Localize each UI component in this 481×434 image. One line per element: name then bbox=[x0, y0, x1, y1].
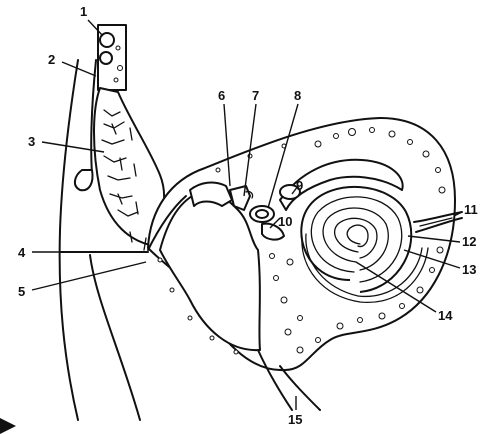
label-10: 10 bbox=[278, 214, 292, 229]
label-15: 15 bbox=[288, 412, 302, 427]
label-4: 4 bbox=[18, 245, 26, 260]
label-11: 11 bbox=[464, 202, 478, 217]
label-9: 9 bbox=[296, 178, 303, 193]
label-14: 14 bbox=[438, 308, 453, 323]
label-6: 6 bbox=[218, 88, 225, 103]
label-13: 13 bbox=[462, 262, 476, 277]
label-7: 7 bbox=[252, 88, 259, 103]
leader-line-5 bbox=[32, 262, 146, 290]
label-5: 5 bbox=[18, 284, 25, 299]
label-2: 2 bbox=[48, 52, 55, 67]
leader-line-2 bbox=[62, 62, 96, 76]
label-8: 8 bbox=[294, 88, 301, 103]
label-3: 3 bbox=[28, 134, 35, 149]
label-1: 1 bbox=[80, 4, 87, 19]
label-12: 12 bbox=[462, 234, 476, 249]
diagram-outlines bbox=[0, 25, 462, 434]
